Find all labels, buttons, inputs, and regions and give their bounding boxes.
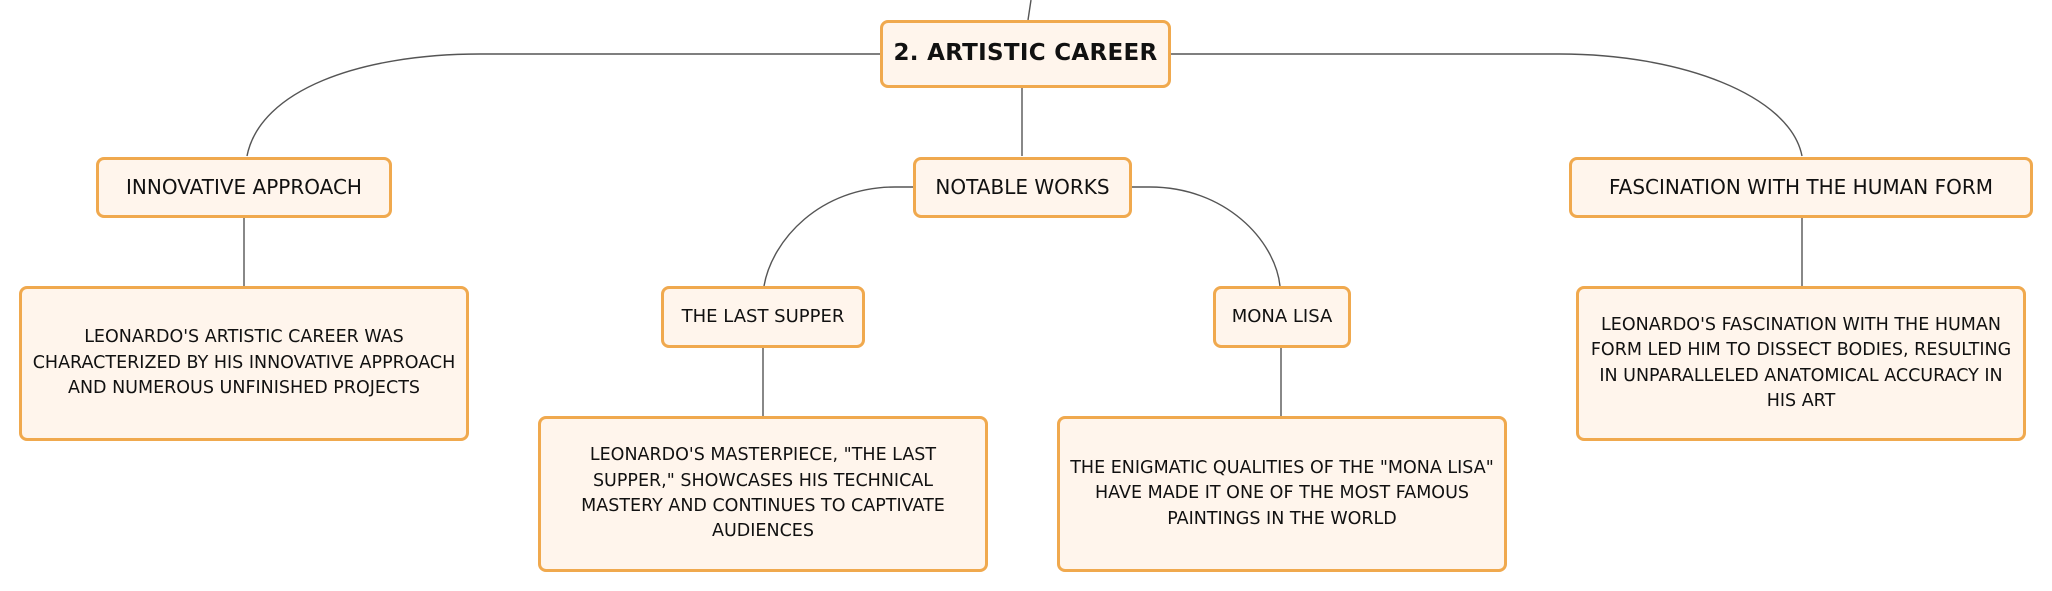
topic-node-human-form[interactable]: FASCINATION WITH THE HUMAN FORM	[1569, 157, 2033, 218]
topic-node-label: INNOVATIVE APPROACH	[126, 175, 362, 199]
connector-notable-works-to-mona-lisa	[1132, 186, 1281, 287]
subtopic-node-mona-lisa[interactable]: MONA LISA	[1213, 286, 1351, 348]
detail-node-text: LEONARDO'S MASTERPIECE, "THE LAST SUPPER…	[581, 445, 945, 542]
connector-root-to-innovative-approach	[246, 53, 880, 157]
detail-node-text: THE ENIGMATIC QUALITIES OF THE "MONA LIS…	[1070, 457, 1494, 529]
detail-node-last-supper[interactable]: LEONARDO'S MASTERPIECE, "THE LAST SUPPER…	[538, 416, 988, 572]
detail-node-text: LEONARDO'S ARTISTIC CAREER WAS CHARACTER…	[32, 327, 456, 399]
subtopic-node-label: MONA LISA	[1231, 305, 1333, 327]
connector-parent-to-root	[1027, 0, 1032, 21]
root-node-artistic-career[interactable]: 2. ARTISTIC CAREER	[880, 20, 1171, 88]
subtopic-node-label: THE LAST SUPPER	[681, 305, 845, 327]
subtopic-node-last-supper[interactable]: THE LAST SUPPER	[661, 286, 865, 348]
detail-node-innovative-approach[interactable]: LEONARDO'S ARTISTIC CAREER WAS CHARACTER…	[19, 286, 469, 441]
root-node-label: 2. ARTISTIC CAREER	[893, 40, 1158, 67]
connector-root-to-human-form	[1171, 53, 1803, 157]
detail-node-mona-lisa[interactable]: THE ENIGMATIC QUALITIES OF THE "MONA LIS…	[1057, 416, 1507, 572]
detail-node-human-form[interactable]: LEONARDO'S FASCINATION WITH THE HUMAN FO…	[1576, 286, 2026, 441]
topic-node-label: FASCINATION WITH THE HUMAN FORM	[1608, 175, 1994, 199]
detail-node-text: LEONARDO'S FASCINATION WITH THE HUMAN FO…	[1590, 314, 2012, 411]
topic-node-notable-works[interactable]: NOTABLE WORKS	[913, 157, 1132, 218]
topic-node-innovative-approach[interactable]: INNOVATIVE APPROACH	[96, 157, 392, 218]
connector-notable-works-to-last-supper	[763, 186, 913, 287]
topic-node-label: NOTABLE WORKS	[935, 175, 1110, 199]
